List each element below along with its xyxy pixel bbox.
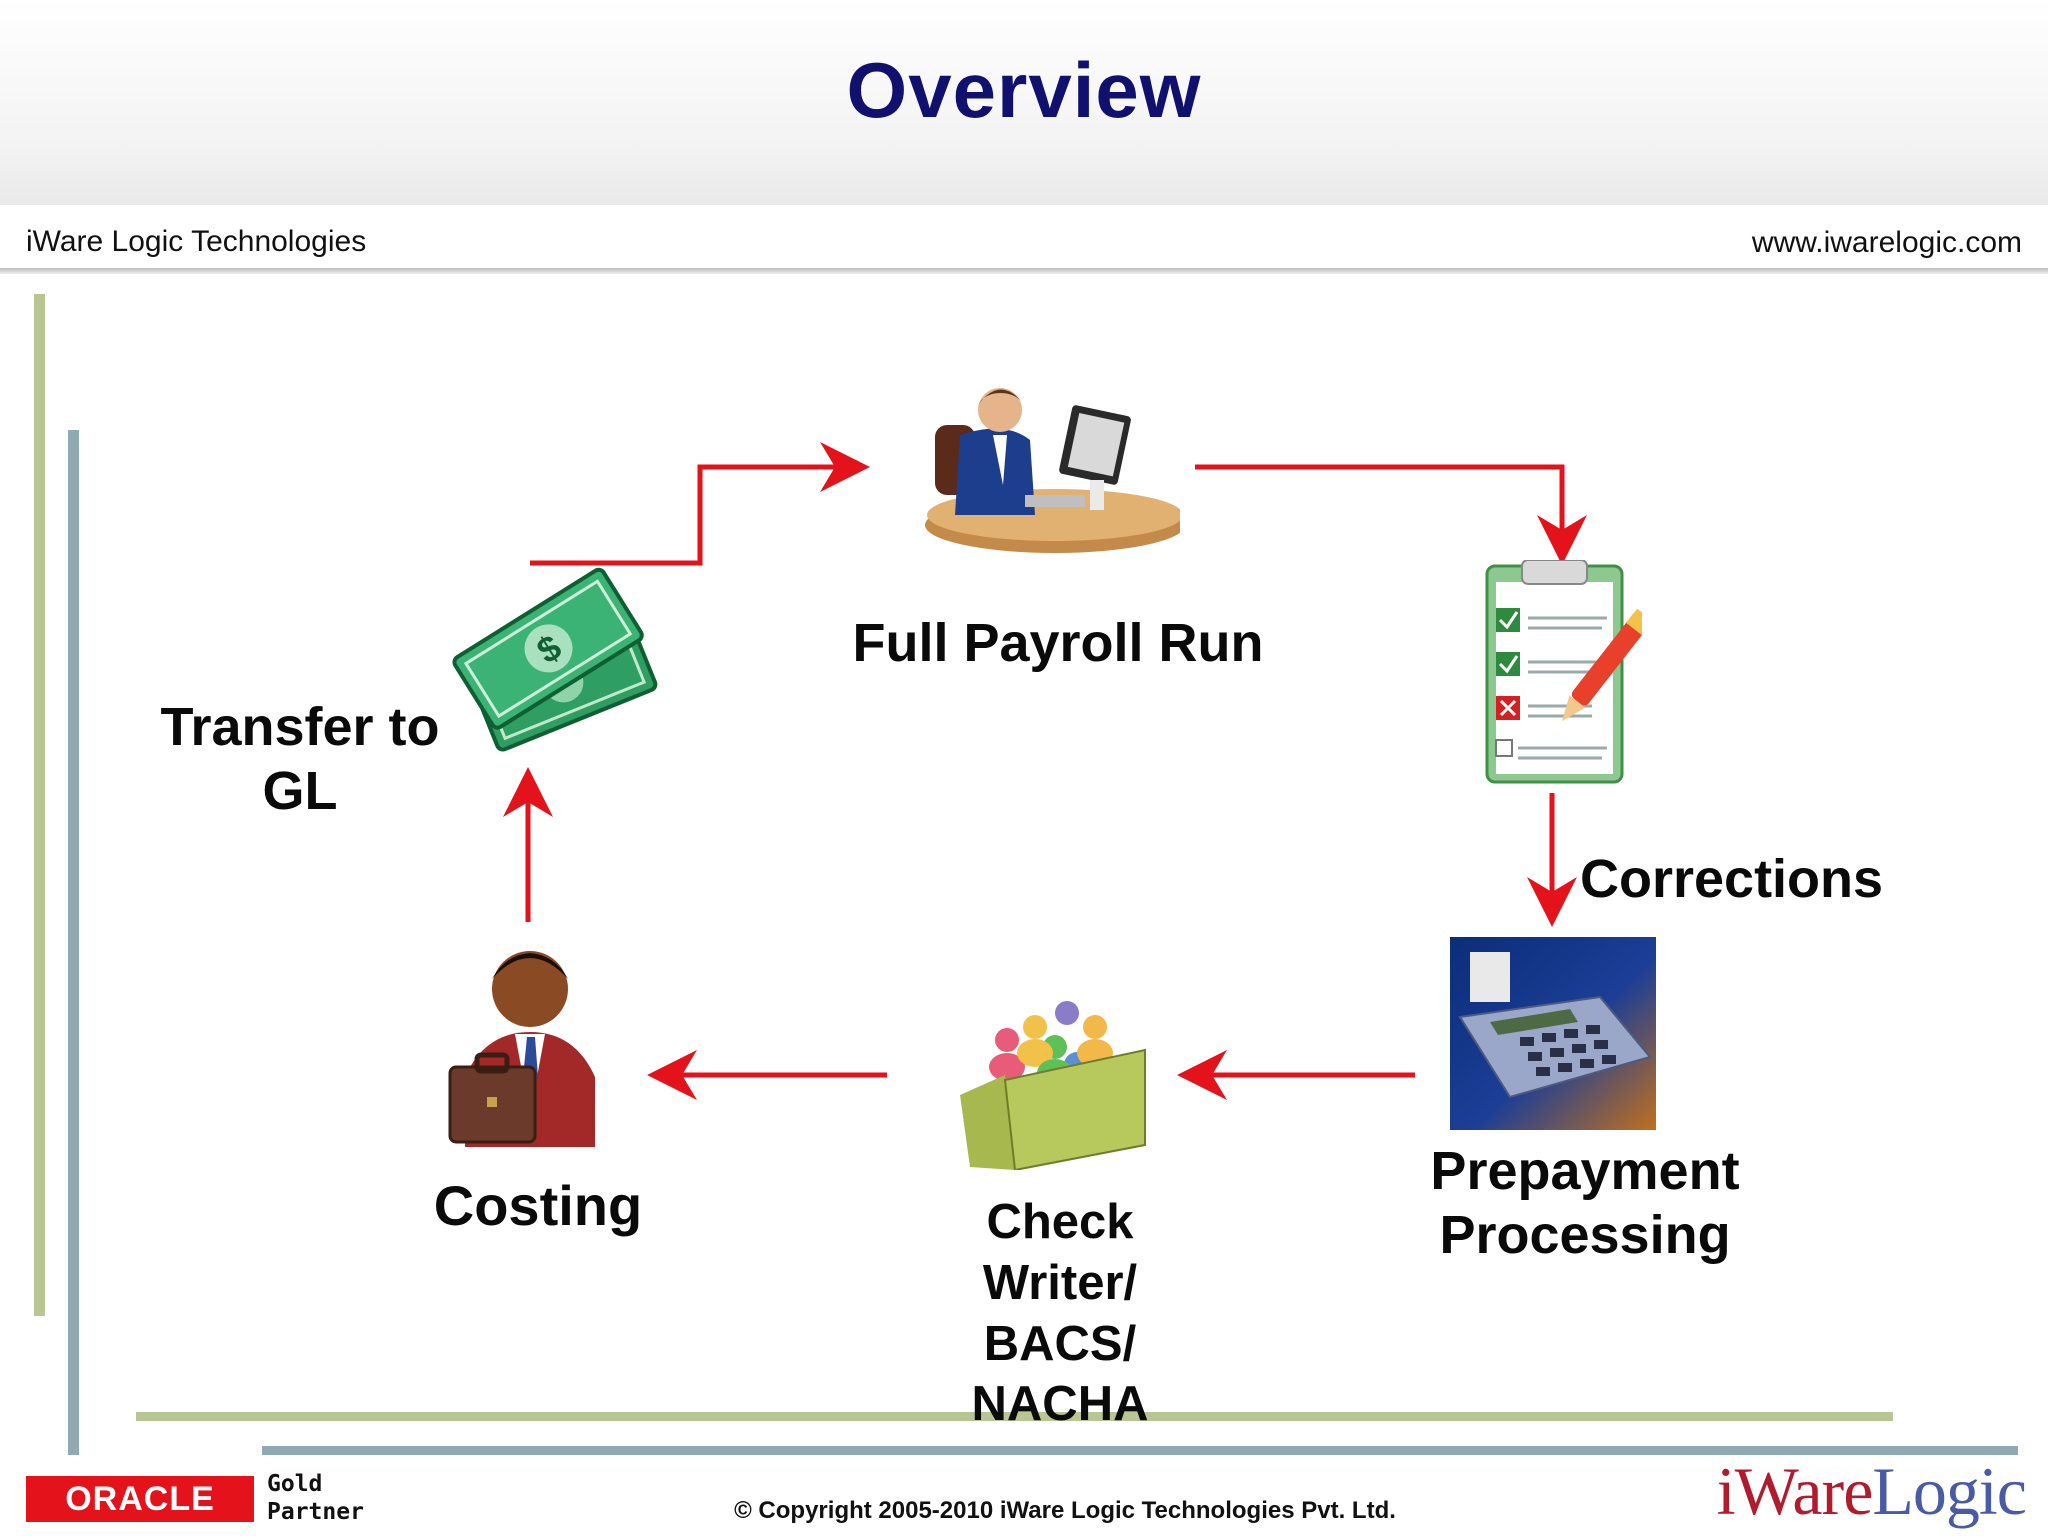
- node-label-corrections: Corrections: [1580, 849, 1884, 909]
- arrow-transfer-to-payroll: [530, 442, 870, 566]
- node-label-costing: Costing: [433, 1174, 643, 1237]
- node-label-check-line4: NACHA: [971, 1377, 1149, 1432]
- node-label-transfer-line1: Transfer to: [160, 697, 440, 757]
- logo-part-iware: iWare: [1716, 1453, 1874, 1529]
- node-label-prepayment-line2: Processing: [1439, 1204, 1731, 1265]
- node-label-payroll: Full Payroll Run: [852, 613, 1264, 673]
- partner-line1: Gold: [267, 1471, 323, 1497]
- partner-badge: Gold Partner: [267, 1470, 364, 1526]
- node-label-prepayment: Prepayment Processing: [1375, 1140, 1795, 1267]
- partner-line2: Partner: [267, 1499, 364, 1525]
- money-icon: $: [452, 567, 658, 752]
- oracle-logo: ORACLE: [26, 1476, 254, 1522]
- clipboard-checklist-icon: [1485, 560, 1642, 784]
- slide-title: Overview: [846, 46, 1202, 134]
- decor-vertical-bar-green: [34, 294, 45, 1316]
- header-divider: [0, 268, 2048, 274]
- company-name: iWare Logic Technologies: [26, 225, 367, 258]
- node-label-check-writer: Check Writer/ BACS/ NACHA: [880, 1192, 1240, 1435]
- website-link[interactable]: www.iwarelogic.com: [1751, 226, 2022, 259]
- copyright-text: © Copyright 2005-2010 iWare Logic Techno…: [734, 1497, 1396, 1524]
- decor-horizontal-bar-green: [136, 1412, 1893, 1421]
- slide-header: [0, 0, 2048, 205]
- arrow-payroll-to-corrections: [1195, 464, 1587, 565]
- logo-part-logic: Logic: [1872, 1453, 2027, 1529]
- person-at-computer-icon: [925, 388, 1180, 553]
- decor-horizontal-bar-blue: [262, 1446, 2018, 1455]
- folder-with-people-icon: [960, 1001, 1146, 1170]
- node-label-check-line1: Check: [986, 1195, 1134, 1249]
- decor-vertical-bar-blue: [68, 430, 79, 1455]
- iwarelogic-logo: iWareLogic: [1716, 1452, 2027, 1531]
- businessman-briefcase-icon: [448, 951, 595, 1147]
- node-label-check-line3: BACS/: [983, 1316, 1137, 1371]
- node-label-check-line2: Writer/: [982, 1255, 1138, 1310]
- node-label-transfer: Transfer to GL: [140, 696, 460, 823]
- node-label-transfer-line2: GL: [262, 760, 338, 821]
- calculator-icon: [1450, 937, 1656, 1130]
- node-label-prepayment-line1: Prepayment: [1430, 1141, 1740, 1201]
